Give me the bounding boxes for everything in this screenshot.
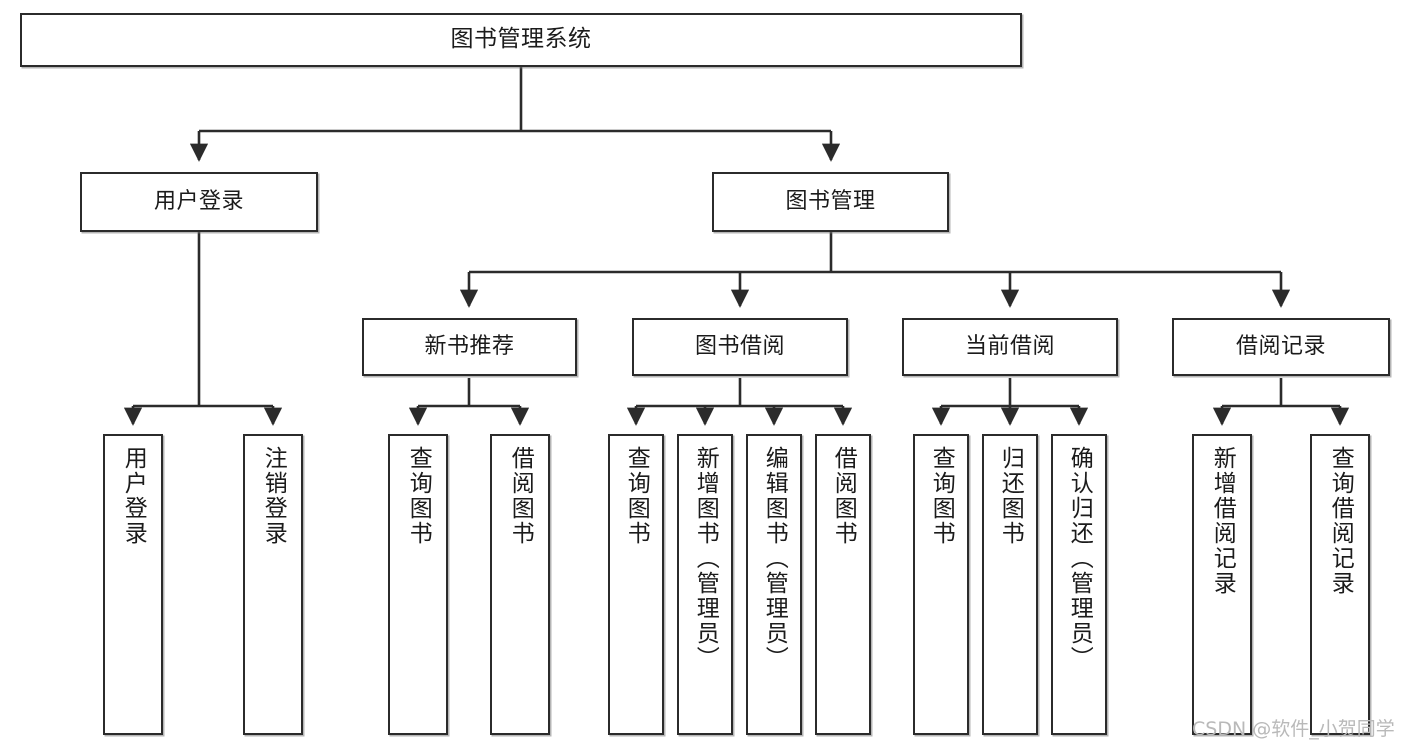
node-borrow-record-label: 借阅记录	[1235, 333, 1326, 359]
leaf-return-book-label: 归还图书	[997, 446, 1024, 546]
node-user-login[interactable]: 用户登录	[80, 172, 318, 232]
csdn-watermark: CSDN @软件_小贺同学	[1192, 718, 1395, 740]
node-root-label: 图书管理系统	[450, 26, 592, 53]
node-user-login-label: 用户登录	[153, 188, 244, 214]
leaf-user-login-label: 用户登录	[120, 446, 147, 546]
leaf-query-book-2[interactable]: 查询图书	[608, 434, 664, 735]
node-root[interactable]: 图书管理系统	[20, 13, 1022, 67]
node-current-borrow[interactable]: 当前借阅	[902, 318, 1118, 376]
leaf-borrow-book-1[interactable]: 借阅图书	[490, 434, 550, 735]
node-borrow-record[interactable]: 借阅记录	[1172, 318, 1390, 376]
leaf-query-record-label: 查询借阅记录	[1327, 446, 1354, 596]
leaf-confirm-return-label: 确认归还（管理员）	[1066, 446, 1093, 671]
leaf-logout-login[interactable]: 注销登录	[243, 434, 303, 735]
node-current-borrow-label: 当前借阅	[964, 333, 1055, 359]
leaf-return-book[interactable]: 归还图书	[982, 434, 1038, 735]
leaf-query-book-2-label: 查询图书	[623, 446, 650, 546]
leaf-user-login[interactable]: 用户登录	[103, 434, 163, 735]
leaf-query-book-1-label: 查询图书	[405, 446, 432, 546]
node-new-book-recommend-label: 新书推荐	[424, 333, 515, 359]
leaf-edit-book-label: 编辑图书（管理员）	[761, 446, 788, 671]
leaf-query-book-1[interactable]: 查询图书	[388, 434, 448, 735]
leaf-borrow-book-2[interactable]: 借阅图书	[815, 434, 871, 735]
leaf-logout-login-label: 注销登录	[260, 446, 287, 546]
node-new-book-recommend[interactable]: 新书推荐	[362, 318, 577, 376]
leaf-query-record[interactable]: 查询借阅记录	[1310, 434, 1370, 735]
node-book-management[interactable]: 图书管理	[712, 172, 949, 232]
node-book-borrow[interactable]: 图书借阅	[632, 318, 848, 376]
node-book-management-label: 图书管理	[785, 188, 876, 214]
leaf-confirm-return[interactable]: 确认归还（管理员）	[1051, 434, 1107, 735]
leaf-add-book-label: 新增图书（管理员）	[692, 446, 719, 671]
leaf-query-book-3[interactable]: 查询图书	[913, 434, 969, 735]
leaf-add-record-label: 新增借阅记录	[1209, 446, 1236, 596]
leaf-borrow-book-2-label: 借阅图书	[830, 446, 857, 546]
leaf-query-book-3-label: 查询图书	[928, 446, 955, 546]
leaf-add-book[interactable]: 新增图书（管理员）	[677, 434, 733, 735]
leaf-add-record[interactable]: 新增借阅记录	[1192, 434, 1252, 735]
node-book-borrow-label: 图书借阅	[694, 333, 785, 359]
leaf-edit-book[interactable]: 编辑图书（管理员）	[746, 434, 802, 735]
leaf-borrow-book-1-label: 借阅图书	[507, 446, 534, 546]
